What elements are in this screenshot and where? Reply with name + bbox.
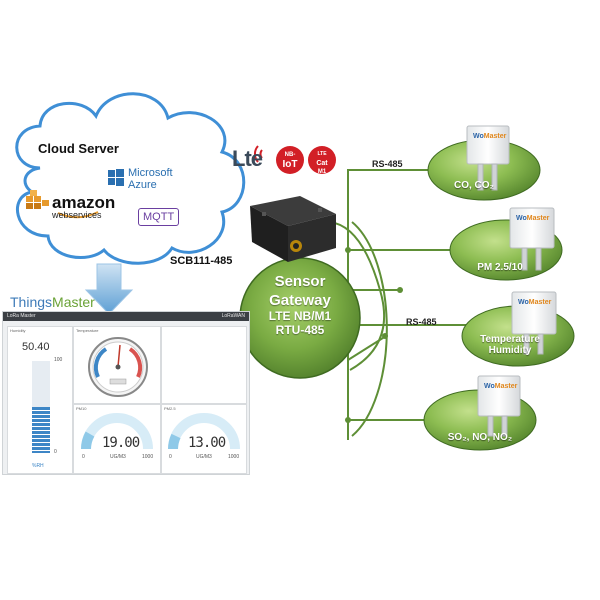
cloud-shape — [15, 92, 246, 265]
cloud-server-title: Cloud Server — [38, 141, 119, 156]
sensor-device-1 — [466, 125, 510, 191]
brand-part1: Things — [10, 294, 53, 310]
dashboard-screenshot: LoRa Master LoRaWAN Humidity 50.40 100 0… — [2, 311, 250, 475]
model-label: SCB111-485 — [170, 255, 233, 267]
humidity-value: 50.40 — [22, 341, 50, 353]
sensor-label-pm: PM 2.5/10 — [477, 262, 523, 273]
junction-dots — [345, 247, 403, 423]
sensor-brand-2: WoMaster — [516, 215, 550, 222]
pm25-gauge-arc — [168, 413, 240, 450]
azure-line2: Azure — [128, 179, 157, 191]
sensor-label-co: CO, CO₂ — [454, 180, 494, 191]
gateway-label: Sensor Gateway LTE NB/M1 RTU-485 — [246, 273, 354, 337]
nb-iot-badge — [276, 146, 304, 174]
amazon-sub-text: webservices — [52, 210, 102, 220]
pm25-unit: UG/M3 — [196, 454, 212, 460]
pm10-unit: UG/M3 — [110, 454, 126, 460]
humidity-min: 0 — [54, 449, 57, 455]
pm10-max: 1000 — [142, 454, 154, 460]
sensor-device-3 — [511, 291, 557, 355]
sensor-brand-3: WoMaster — [518, 299, 552, 306]
sensor-label-temp: Temperature Humidity — [480, 334, 540, 356]
amazon-label: amazon webservices — [52, 193, 115, 220]
pm25-value: 13.00 — [188, 435, 226, 451]
gateway-line4: RTU-485 — [275, 323, 325, 337]
thingsmaster-logo: ThingsMaster — [10, 294, 95, 310]
humidity-unit: %RH — [32, 463, 44, 469]
pm25-panel: PM2.5 13.00 UG/M3 0 1000 — [161, 404, 247, 474]
amazon-smile-icon — [57, 211, 99, 219]
lte-cat-m1-badge — [308, 146, 336, 174]
azure-logo-icon — [108, 169, 124, 186]
lte-cat-badge-text: LTE Cat M1 — [312, 150, 332, 177]
brand-part2: Master — [52, 294, 95, 310]
cat-badge-line3: M1 — [317, 169, 327, 175]
azure-label: Microsoft Azure — [128, 167, 173, 191]
down-arrow-icon — [84, 263, 134, 315]
gateway-line1: Sensor — [274, 273, 326, 290]
dashboard-header-left: LoRa Master — [7, 313, 36, 319]
temperature-gauge-icon — [88, 337, 148, 397]
pm25-title: PM2.5 — [164, 406, 176, 411]
rs485-label-middle: RS-485 — [406, 317, 437, 327]
pm10-min: 0 — [82, 454, 85, 460]
cat-badge-line1: LTE — [317, 151, 327, 157]
dashboard-header: LoRa Master LoRaWAN — [3, 312, 249, 321]
pm10-title: PM10 — [76, 406, 87, 411]
gateway-device-image — [250, 196, 336, 262]
cat-badge-line2: Cat — [316, 160, 328, 167]
pm10-value: 19.00 — [102, 435, 140, 451]
gateway-line3: LTE NB/M1 — [268, 309, 332, 323]
temperature-title: Temperature — [76, 328, 99, 333]
humidity-panel: Humidity 50.40 100 0 %RH — [7, 326, 73, 474]
nb-badge-line2: IoT — [282, 159, 298, 170]
sensor-brand-1: WoMaster — [473, 133, 507, 140]
mqtt-badge: MQTT — [138, 208, 180, 226]
sensor-brand-4: WoMaster — [484, 383, 518, 390]
sensor-device-2 — [509, 207, 555, 271]
humidity-bar-fill — [32, 406, 50, 453]
sensor-label-so2: SO₂, NO, NO₂ — [447, 432, 513, 443]
gateway-line2: Gateway — [269, 292, 331, 309]
nb-iot-badge-text: NB- IoT — [280, 151, 300, 170]
pm25-max: 1000 — [228, 454, 240, 460]
azure-line1: Microsoft — [128, 167, 173, 179]
rs485-label-top: RS-485 — [372, 159, 403, 169]
pm10-gauge-arc — [81, 413, 153, 450]
humidity-title: Humidity — [10, 328, 26, 333]
sensor-device-4 — [477, 375, 521, 437]
humidity-bar-track — [32, 361, 50, 453]
pm10-panel: PM10 19.00 UG/M3 0 1000 — [73, 404, 161, 474]
amazon-main-text: amazon — [52, 193, 116, 212]
pm25-min: 0 — [169, 454, 172, 460]
signal-waves-icon — [254, 145, 263, 163]
lte-logo: Lte — [232, 146, 263, 171]
empty-panel — [161, 326, 247, 404]
humidity-max: 100 — [54, 357, 63, 363]
temperature-panel: Temperature — [73, 326, 161, 404]
dashboard-header-right: LoRaWAN — [221, 313, 245, 319]
nb-badge-line1: NB- — [284, 152, 296, 158]
aws-logo-icon — [26, 190, 49, 209]
